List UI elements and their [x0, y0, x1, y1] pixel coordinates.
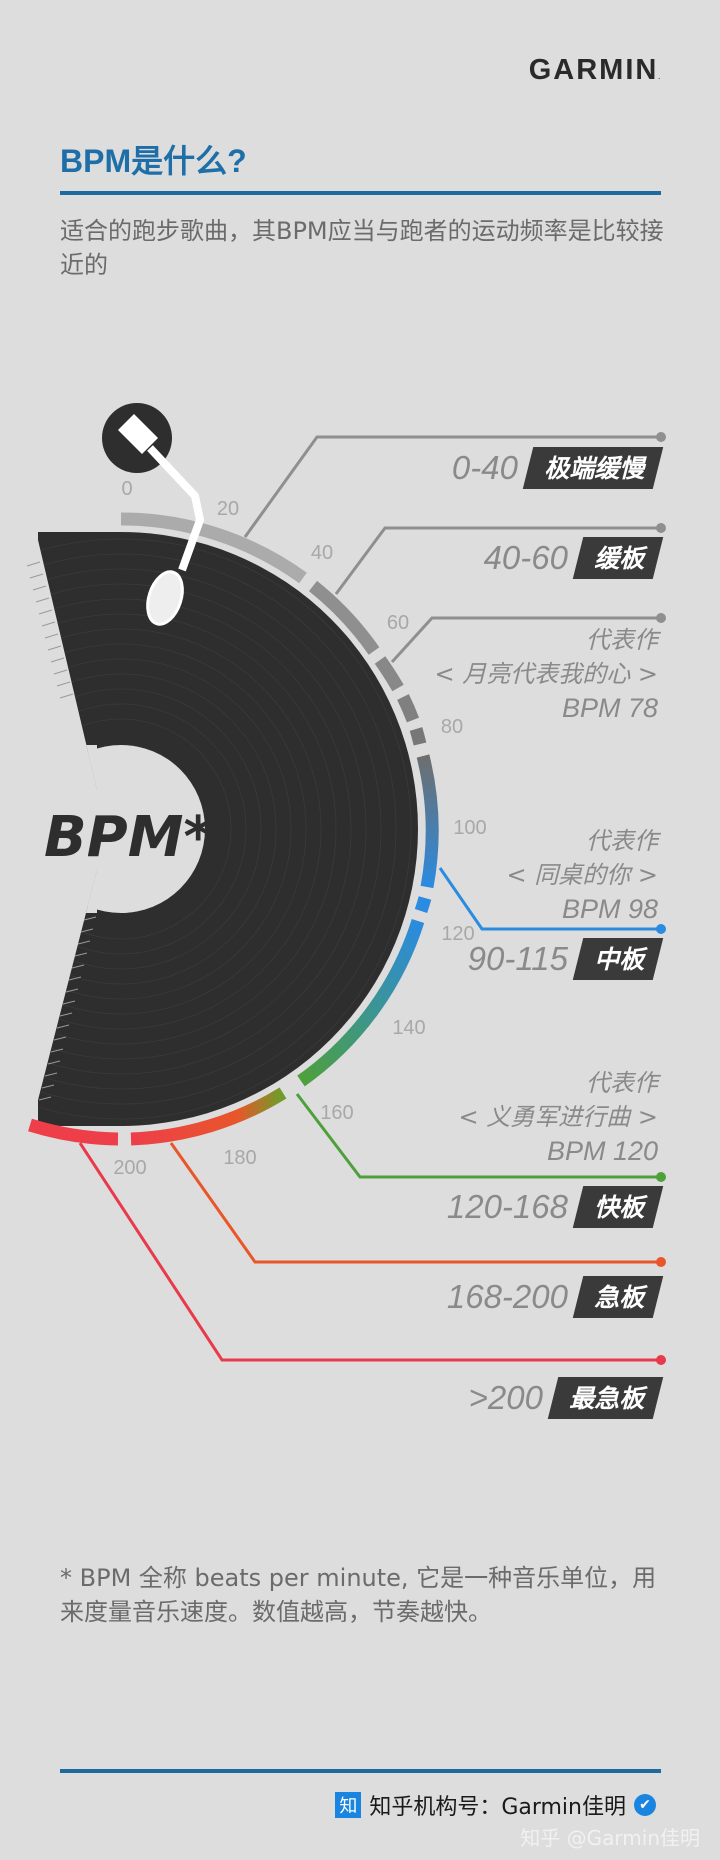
account-label: 知乎机构号：Garmin佳明 — [369, 1795, 626, 1820]
svg-text:40: 40 — [311, 542, 333, 564]
page-title: BPM是什么? — [60, 143, 247, 179]
svg-text:20: 20 — [217, 498, 239, 520]
tempo-tag: 急板 — [572, 1276, 664, 1318]
svg-text:140: 140 — [392, 1017, 425, 1039]
footnote: * BPM 全称 beats per minute, 它是一种音乐单位，用来度量… — [60, 1564, 657, 1626]
bpm-center-label: BPM* — [44, 805, 213, 870]
representative-song-3: 代表作 < 义勇军进行曲 > BPM 120 — [458, 1069, 658, 1166]
svg-text:200: 200 — [113, 1157, 146, 1179]
title-divider — [60, 191, 661, 195]
range-connectors — [78, 435, 661, 1362]
tempo-tag: 缓板 — [572, 537, 664, 579]
svg-text:160: 160 — [320, 1102, 353, 1124]
edge-ticks — [26, 561, 97, 1101]
tempo-tag: 极端缓慢 — [522, 447, 664, 489]
svg-text:120: 120 — [441, 923, 474, 945]
representative-song-2: 代表作 < 同桌的你 > BPM 98 — [506, 827, 658, 924]
verified-icon: ✔ — [634, 1794, 656, 1816]
svg-text:180: 180 — [223, 1147, 256, 1169]
tempo-tag: 中板 — [572, 938, 664, 980]
scale-labels: 0 20 40 60 80 100 120 140 160 180 200 — [113, 478, 486, 1179]
tonearm-icon — [102, 403, 204, 626]
svg-text:80: 80 — [441, 716, 463, 738]
watermark: 知乎 @Garmin佳明 — [520, 1826, 700, 1850]
representative-song-1: 代表作 < 月亮代表我的心 > BPM 78 — [434, 626, 658, 723]
intro-text: 适合的跑步歌曲，其BPM应当与跑者的运动频率是比较接近的 — [60, 217, 664, 279]
zhihu-logo-icon: 知 — [335, 1792, 362, 1818]
svg-text:60: 60 — [387, 612, 409, 634]
zhihu-account[interactable]: 知 知乎机构号：Garmin佳明 ✔ — [335, 1789, 656, 1821]
svg-text:100: 100 — [453, 817, 486, 839]
svg-text:0: 0 — [121, 478, 132, 500]
bpm-scale-arc — [28, 512, 439, 1146]
garmin-logo: GARMIN. — [528, 54, 662, 86]
bpm-record-graphic: 0 20 40 60 80 100 120 140 160 180 200 — [26, 403, 666, 1365]
tempo-tag: 最急板 — [547, 1377, 664, 1419]
tempo-tag: 快板 — [572, 1186, 664, 1228]
connector-dots — [656, 432, 666, 1365]
footer-divider — [60, 1769, 661, 1773]
